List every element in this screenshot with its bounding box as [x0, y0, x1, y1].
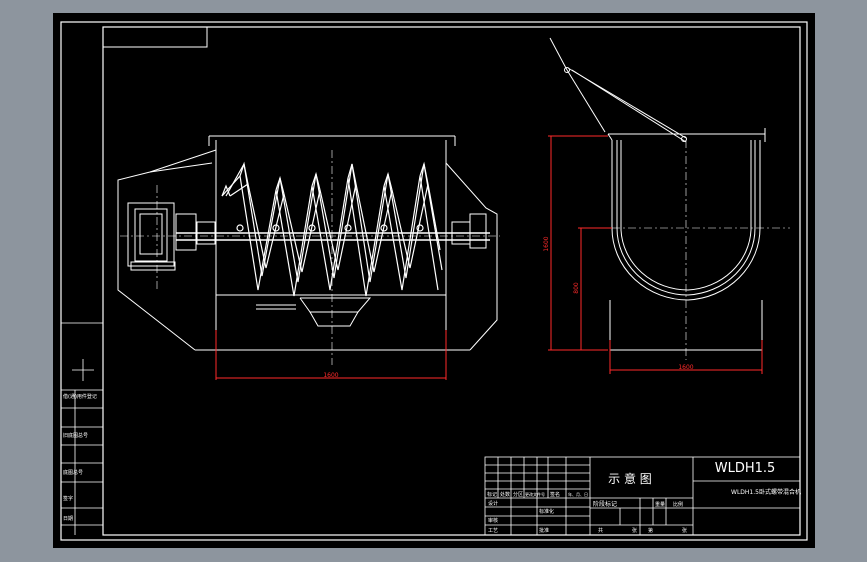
- tb-rev-sign: 签名: [550, 491, 560, 498]
- drawing-number-box: [102, 26, 208, 48]
- front-centerlines: [120, 150, 500, 365]
- title-block-texts: 示 意 图 WLDH1.5 WLDH1.5卧式螺带混合机 标记 处数 分区 更改…: [487, 461, 801, 534]
- left-strip-label-old-base: 旧底图总号: [63, 432, 88, 439]
- left-strip-label-base: 底图总号: [63, 469, 83, 476]
- side-height-label: 1600: [543, 236, 550, 251]
- left-strip-label-sign: 签字: [63, 495, 73, 502]
- tb-sheet-no: 第: [648, 527, 653, 534]
- tb-row-design: 设计: [488, 500, 498, 507]
- model-name: WLDH1.5卧式螺带混合机: [731, 488, 801, 496]
- side-height-inner-label: 800: [573, 282, 580, 294]
- tb-rev-mark: 标记: [487, 491, 497, 498]
- side-width-label: 1600: [678, 364, 693, 371]
- tb-row-review: 审核: [488, 517, 498, 524]
- left-strip-labels: 借(通)用件登记 旧底图总号 底图总号 签字 日期: [63, 393, 97, 522]
- title-block: [484, 456, 801, 536]
- tb-sheet-unit-2: 张: [682, 527, 687, 534]
- tb-row-process: 工艺: [488, 528, 498, 534]
- front-length-dimension: [215, 330, 447, 380]
- inner-border: [102, 26, 801, 536]
- front-length-label: 1600: [323, 372, 338, 379]
- tb-approve: 批准: [539, 527, 549, 534]
- left-strip-label-date: 日期: [63, 516, 73, 522]
- drawing-title: 示 意 图: [608, 471, 652, 486]
- left-strip: [61, 322, 103, 535]
- tb-rev-zone: 分区: [513, 491, 523, 498]
- tb-standardize: 标准化: [539, 508, 554, 515]
- tb-rev-file: 更改文件号: [525, 491, 545, 497]
- tb-rev-date: 年、月、日: [568, 491, 588, 497]
- side-dimensions: [548, 135, 763, 374]
- tb-sheet-total: 共: [598, 527, 603, 534]
- tb-sheet-unit-1: 张: [632, 527, 637, 534]
- outer-border: [60, 21, 808, 541]
- model-code: WLDH1.5: [715, 461, 776, 476]
- ribbon-agitator: [221, 161, 443, 297]
- left-strip-label-borrowed: 借(通)用件登记: [63, 393, 97, 400]
- tb-scale: 比例: [673, 501, 683, 508]
- side-centerlines: [580, 140, 790, 360]
- drawing-sheet: [53, 13, 815, 548]
- tb-weight: 重量: [655, 501, 665, 508]
- tb-stage-mark: 阶段标记: [593, 500, 617, 508]
- tb-rev-count: 处数: [500, 491, 510, 498]
